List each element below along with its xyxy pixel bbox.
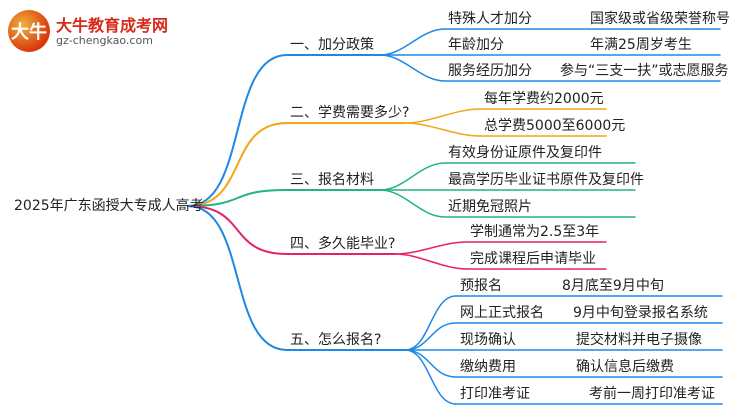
branch-5-item-1-label: 预报名 bbox=[460, 278, 502, 294]
logo-mark-icon: 大牛 bbox=[8, 10, 50, 52]
branch-5-item-5-label: 打印准考证 bbox=[460, 386, 530, 402]
branch-5-item-1-detail: 8月底至9月中旬 bbox=[562, 278, 664, 294]
branch-1-item-3-connector bbox=[379, 54, 446, 82]
branch-2-connector bbox=[187, 122, 288, 207]
branch-5-item-2-detail: 9月中旬登录报名系统 bbox=[573, 305, 708, 321]
branch-3-label: 三、报名材料 bbox=[290, 172, 374, 188]
branch-3-item-3-connector bbox=[379, 189, 446, 218]
branch-5-item-3-label: 现场确认 bbox=[460, 332, 516, 348]
branch-2-item-2: 总学费5000至6000元 bbox=[484, 118, 626, 134]
branch-1-item-2-detail: 年满25周岁考生 bbox=[590, 37, 692, 53]
branch-5-item-2-connector bbox=[404, 322, 457, 351]
branch-5-connector bbox=[187, 205, 288, 351]
branch-5-item-5-detail: 考前一周打印准考证 bbox=[589, 386, 715, 402]
branch-2-label: 二、学费需要多少? bbox=[290, 105, 410, 121]
branch-1-item-1-connector bbox=[379, 28, 446, 56]
branch-5-item-4-connector bbox=[404, 349, 457, 378]
root-topic: 2025年广东函授大专成人高考 bbox=[14, 198, 204, 214]
branch-3-item-1-connector bbox=[379, 162, 446, 191]
branch-2-item-1-connector bbox=[404, 108, 481, 124]
branch-4-item-2-connector bbox=[394, 253, 468, 270]
branch-3-item-1: 有效身份证原件及复印件 bbox=[448, 145, 602, 161]
branch-1-item-3-detail: 参与“三支一扶”或志愿服务 bbox=[560, 63, 729, 79]
branch-5-item-4-label: 缴纳费用 bbox=[460, 359, 516, 375]
branch-4-item-1-connector bbox=[394, 241, 468, 255]
branch-1-label: 一、加分政策 bbox=[290, 37, 374, 53]
branch-4-item-1: 学制通常为2.5至3年 bbox=[470, 224, 600, 240]
branch-5-item-5-connector bbox=[404, 349, 457, 405]
branch-5-item-4-detail: 确认信息后缴费 bbox=[576, 359, 674, 375]
branch-4-item-2: 完成课程后申请毕业 bbox=[470, 251, 596, 267]
branch-5-label: 五、怎么报名? bbox=[290, 332, 382, 348]
branch-3-item-3: 近期免冠照片 bbox=[448, 199, 532, 215]
branch-1-connector bbox=[187, 54, 288, 207]
branch-1-item-3-label: 服务经历加分 bbox=[448, 63, 532, 79]
branch-2-item-1: 每年学费约2000元 bbox=[484, 91, 604, 107]
branch-4-label: 四、多久能毕业? bbox=[290, 236, 396, 252]
site-logo[interactable]: 大牛 大牛教育成考网 gz-chengkao.com bbox=[8, 10, 198, 54]
logo-title: 大牛教育成考网 bbox=[56, 16, 169, 35]
branch-3-item-2: 最高学历毕业证书原件及复印件 bbox=[448, 172, 644, 188]
branch-5-item-3-detail: 提交材料并电子摄像 bbox=[576, 332, 702, 348]
branch-5-item-1-connector bbox=[404, 295, 457, 351]
branch-1-item-1-label: 特殊人才加分 bbox=[448, 11, 532, 27]
branch-2-item-2-connector bbox=[404, 122, 481, 137]
branch-4-connector bbox=[187, 205, 288, 255]
branch-5-item-2-label: 网上正式报名 bbox=[460, 305, 544, 321]
branch-3-connector bbox=[187, 189, 288, 207]
branch-1-item-1-detail: 国家级或省级荣誉称号 bbox=[590, 11, 730, 27]
branch-1-item-2-label: 年龄加分 bbox=[448, 37, 504, 53]
logo-url: gz-chengkao.com bbox=[56, 34, 153, 47]
